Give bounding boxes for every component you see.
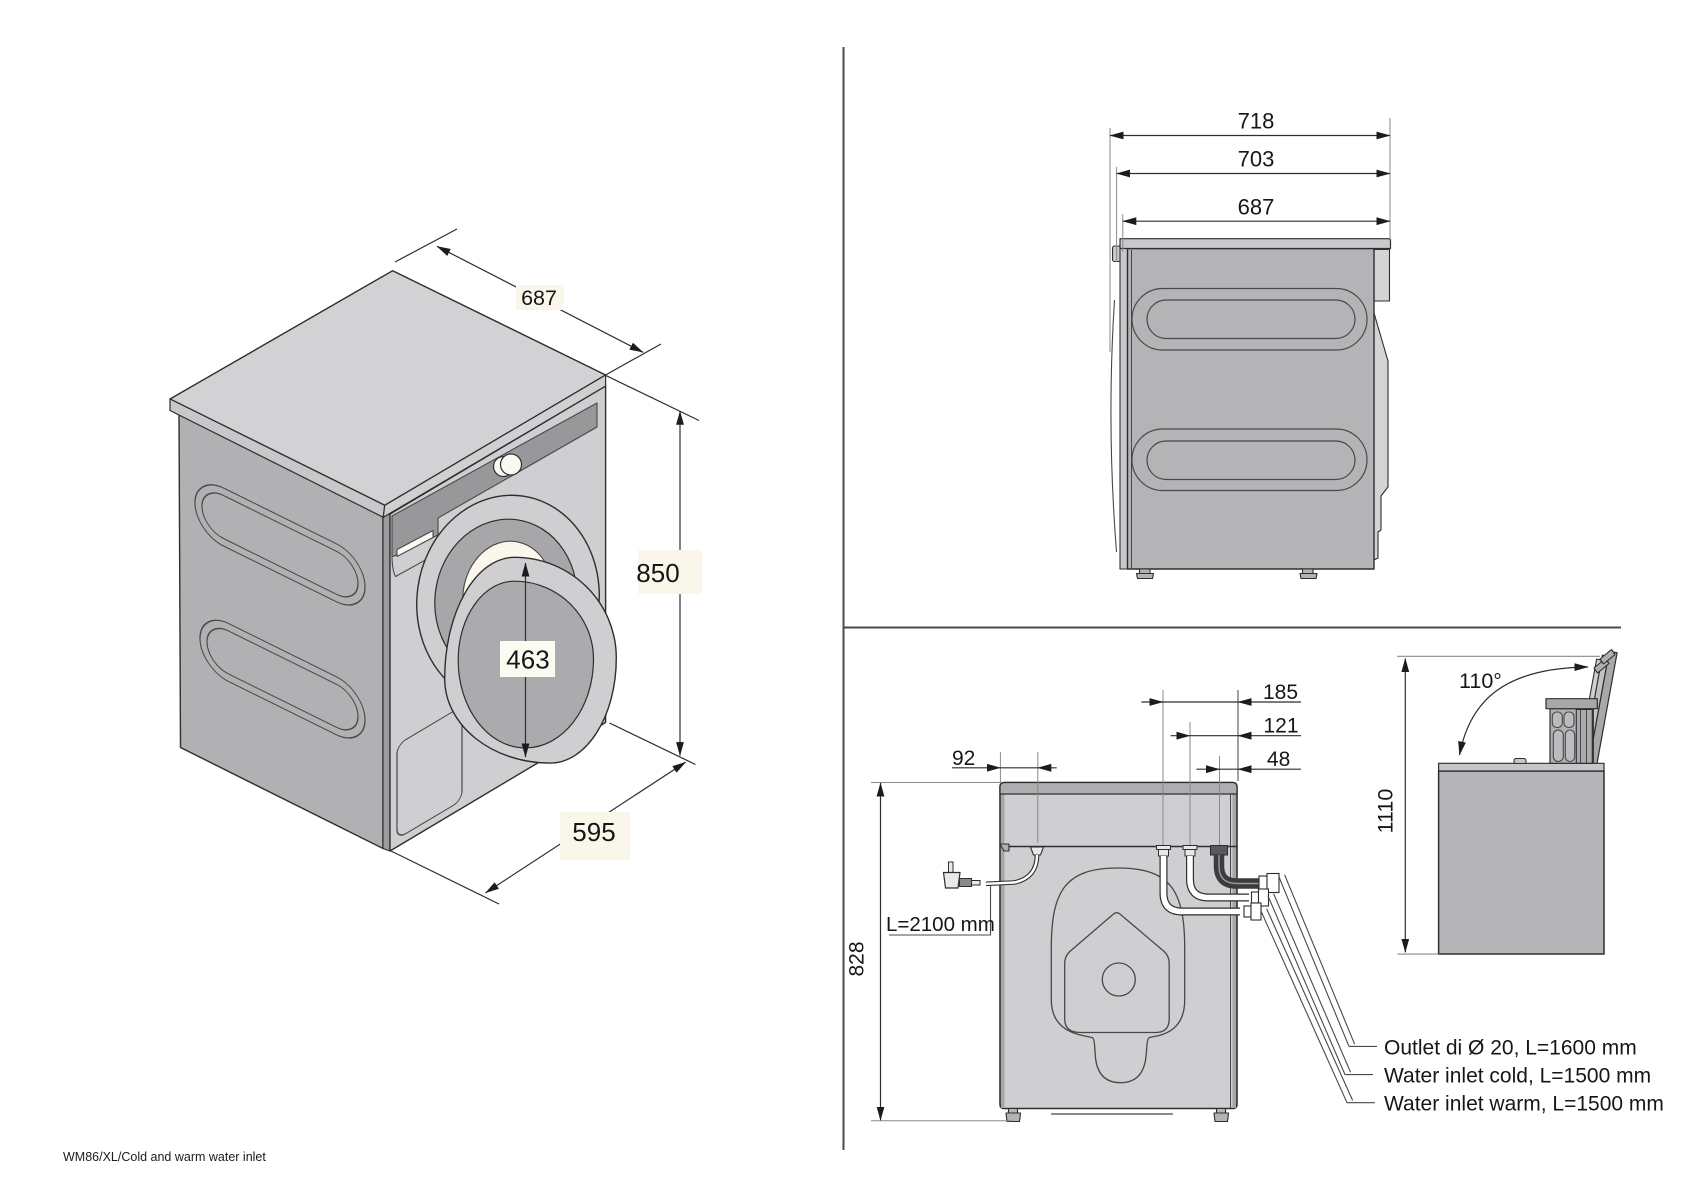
svg-text:185: 185 bbox=[1263, 681, 1298, 704]
svg-text:703: 703 bbox=[1238, 147, 1275, 172]
svg-text:718: 718 bbox=[1238, 109, 1275, 134]
svg-text:1110: 1110 bbox=[1374, 789, 1398, 834]
svg-text:48: 48 bbox=[1267, 748, 1290, 771]
svg-text:WM86/XL/Cold and warm water in: WM86/XL/Cold and warm water inlet bbox=[63, 1150, 266, 1164]
svg-text:687: 687 bbox=[1238, 195, 1275, 220]
svg-text:850: 850 bbox=[636, 558, 679, 588]
svg-text:92: 92 bbox=[952, 747, 975, 770]
svg-text:Outlet di Ø 20, L=1600 mm: Outlet di Ø 20, L=1600 mm bbox=[1384, 1037, 1637, 1060]
svg-text:Water inlet warm, L=1500 mm: Water inlet warm, L=1500 mm bbox=[1384, 1093, 1664, 1116]
svg-text:687: 687 bbox=[521, 286, 557, 310]
svg-text:110°: 110° bbox=[1459, 669, 1502, 693]
svg-text:463: 463 bbox=[506, 645, 549, 675]
svg-text:121: 121 bbox=[1264, 715, 1299, 738]
svg-text:828: 828 bbox=[846, 941, 869, 976]
svg-text:595: 595 bbox=[572, 817, 615, 847]
svg-text:L=2100 mm: L=2100 mm bbox=[886, 913, 995, 936]
svg-text:Water inlet cold, L=1500 mm: Water inlet cold, L=1500 mm bbox=[1384, 1065, 1651, 1088]
